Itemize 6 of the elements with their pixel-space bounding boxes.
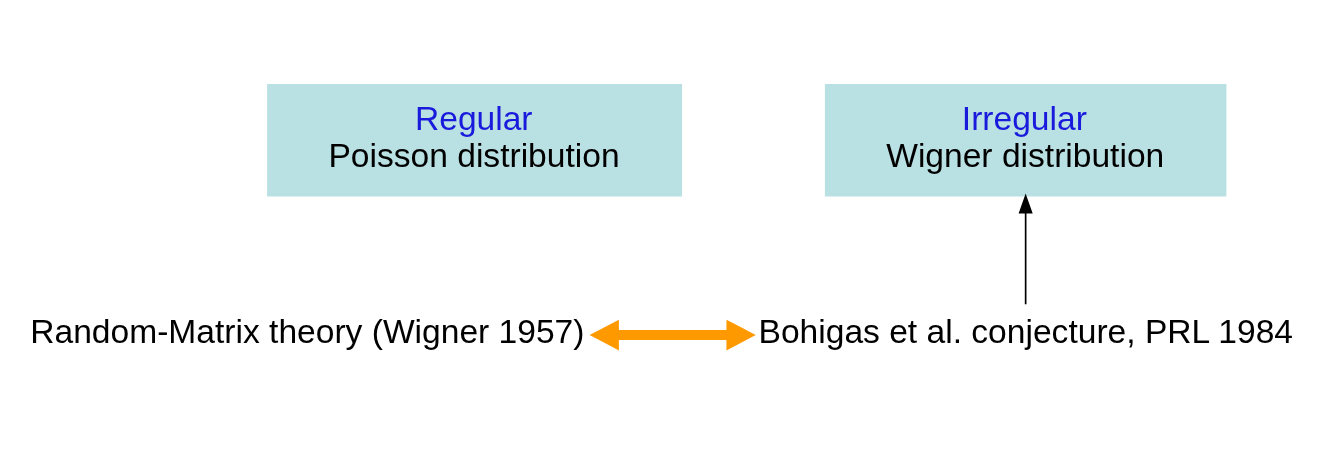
arrow: [1018, 193, 1033, 306]
arrow: [589, 319, 756, 351]
node-box: Irregular Wigner distribution: [824, 83, 1227, 197]
node-box: Regular Poisson distribution: [267, 83, 683, 197]
node-text: Random-Matrix theory (Wigner 1957): [30, 313, 585, 351]
node-text: Bohigas et al. conjecture, PRL 1984: [758, 313, 1293, 351]
